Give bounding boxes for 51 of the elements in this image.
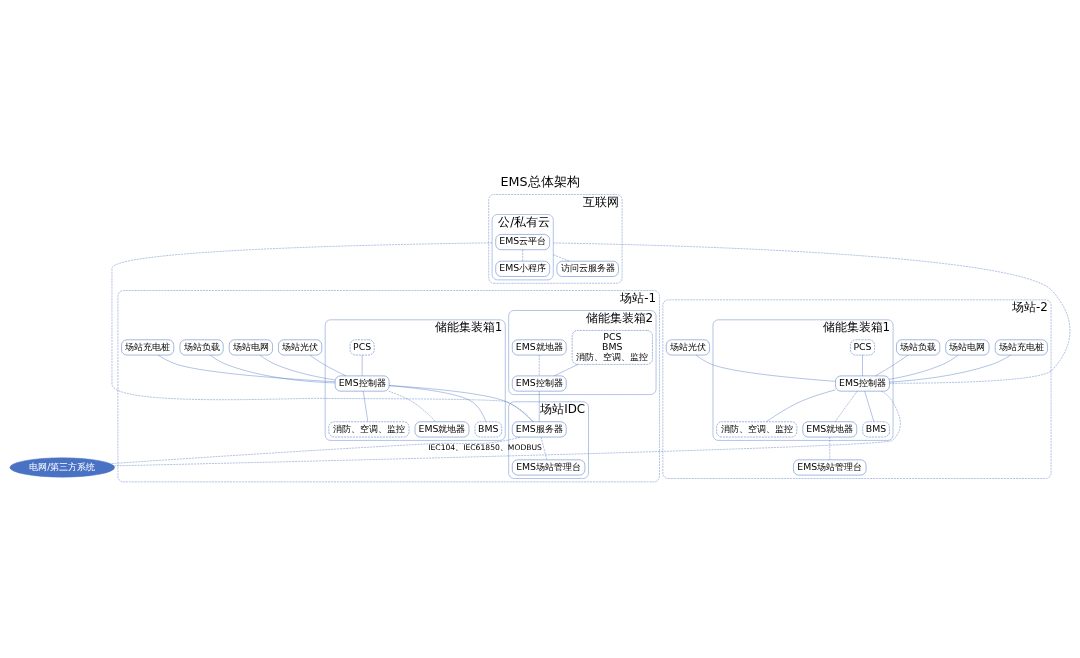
connector: [363, 390, 369, 422]
node-box: PCS: [349, 339, 375, 355]
connector: [829, 436, 830, 460]
connector: [554, 363, 579, 376]
node-box: PCS: [850, 339, 875, 355]
node-box: EMS小程序: [495, 260, 550, 277]
connector: [862, 354, 863, 376]
node-box: EMS控制器: [334, 375, 390, 391]
connector: [157, 354, 336, 382]
node-box: EMS云平台: [495, 233, 550, 250]
node-box: EMS控制器: [835, 375, 890, 391]
node-box: 场站负载: [179, 339, 224, 355]
node-box: 场站充电桩: [994, 339, 1048, 355]
node-box: 场站光伏: [278, 339, 323, 355]
node-box: 场站电网: [228, 339, 273, 355]
connector: [389, 385, 487, 422]
node-box: 场站光伏: [666, 339, 710, 355]
connector: [309, 354, 347, 376]
node-box: EMS就地器: [414, 421, 470, 437]
diagram-title: EMS总体架构: [500, 173, 580, 189]
node-box: BMS: [862, 421, 890, 437]
connector: [110, 436, 521, 464]
node-box: EMS控制器: [512, 375, 567, 391]
connector: [875, 354, 909, 376]
node-box: 场站电网: [945, 339, 990, 355]
connector: [389, 384, 534, 422]
connector: [553, 242, 1071, 383]
node-box: EMS服务器: [512, 421, 567, 437]
node-box: BMS: [474, 421, 502, 437]
connector: [864, 390, 875, 422]
node-box: 访问云服务器: [556, 260, 619, 277]
node-box: 消防、空调、监控: [716, 421, 798, 437]
node-box: EMS场站管理台: [793, 459, 867, 475]
node-box: 消防、空调、监控: [328, 421, 410, 437]
node-box: EMS场站管理台: [512, 459, 586, 475]
connector: [695, 354, 836, 381]
connector: [111, 242, 534, 422]
connector: [889, 354, 1011, 382]
node-box: EMS就地器: [512, 339, 567, 355]
node-box: PCS BMS 消防、空调、监控: [571, 329, 653, 365]
node-box: 场站负载: [896, 339, 941, 355]
connector: [113, 390, 901, 466]
connector: [210, 354, 336, 383]
connector: [766, 389, 836, 422]
connector: [889, 354, 959, 380]
node-box: EMS就地器: [802, 421, 857, 437]
connector: [539, 390, 540, 422]
connector: [259, 354, 336, 380]
node-ellipse: 电网/第三方系统: [9, 457, 115, 477]
node-box: 场站充电桩: [121, 339, 175, 355]
connector: [388, 390, 436, 422]
